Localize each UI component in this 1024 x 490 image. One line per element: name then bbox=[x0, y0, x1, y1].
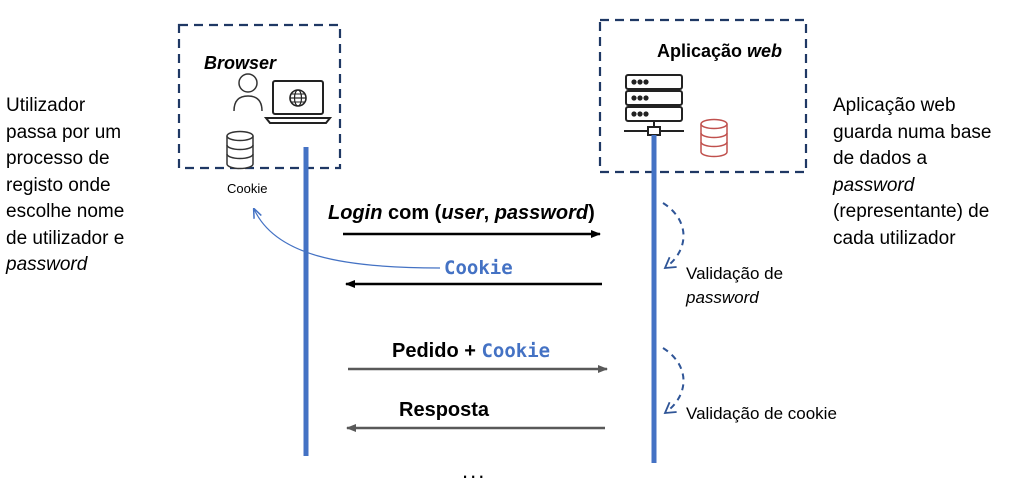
left-note: Utilizador passa por um processo de regi… bbox=[6, 93, 124, 279]
resposta-message-label: Resposta bbox=[399, 399, 490, 421]
password-validation-label: Validação de password bbox=[686, 262, 783, 310]
password-validation-curve bbox=[662, 202, 685, 270]
left-note-line: Utilizador bbox=[6, 95, 86, 116]
browser-database-icon bbox=[226, 130, 254, 170]
browser-title: Browser bbox=[204, 53, 277, 73]
password-validation-line: Validação de bbox=[686, 264, 784, 283]
login-close: ) bbox=[588, 202, 595, 224]
right-note-line: password bbox=[833, 174, 915, 196]
left-note-line: registo onde bbox=[6, 174, 111, 196]
left-note-line: processo de bbox=[6, 148, 110, 169]
right-note-line: guarda numa base bbox=[833, 121, 992, 143]
cookie-validation-label: Validação de cookie bbox=[686, 404, 837, 423]
password-validation-line: password bbox=[686, 288, 759, 307]
right-note-line: Aplicação web bbox=[833, 95, 956, 116]
cookie-validation-curve bbox=[662, 347, 685, 415]
right-note-line: (representante) de bbox=[833, 201, 990, 222]
left-note-line: de utilizador e bbox=[6, 227, 125, 249]
server-icon bbox=[624, 74, 684, 136]
webapp-database-icon bbox=[700, 118, 728, 158]
pedido-text: Pedido + bbox=[392, 340, 482, 362]
cookie-message-label: Cookie bbox=[444, 257, 513, 279]
login-word: Login bbox=[328, 202, 383, 224]
right-note-line: de dados a bbox=[833, 148, 928, 169]
left-note-line: escolhe nome bbox=[6, 201, 125, 222]
person-icon bbox=[233, 73, 263, 112]
left-note-line: password bbox=[6, 254, 88, 275]
webapp-title-italic: web bbox=[747, 41, 783, 61]
right-note: Aplicação web guarda numa base de dados … bbox=[833, 93, 991, 252]
webapp-title-text: Aplicação bbox=[657, 41, 748, 61]
login-password: password bbox=[494, 202, 589, 224]
login-user: user bbox=[441, 202, 484, 224]
webapp-title: Aplicação web bbox=[657, 41, 782, 62]
login-text: com ( bbox=[382, 202, 442, 224]
login-message-label: Login com (user, password) bbox=[328, 202, 595, 225]
right-note-line: cada utilizador bbox=[833, 227, 956, 249]
left-note-line: passa por um bbox=[6, 121, 122, 143]
ellipsis: ... bbox=[462, 458, 487, 483]
cookie-store-curve bbox=[254, 209, 441, 269]
laptop-icon bbox=[263, 80, 333, 124]
pedido-message-label: Pedido + Cookie bbox=[392, 340, 550, 363]
pedido-cookie: Cookie bbox=[481, 340, 551, 362]
browser-box bbox=[177, 23, 342, 170]
login-sep: , bbox=[483, 202, 495, 224]
browser-cookie-label: Cookie bbox=[227, 181, 268, 196]
